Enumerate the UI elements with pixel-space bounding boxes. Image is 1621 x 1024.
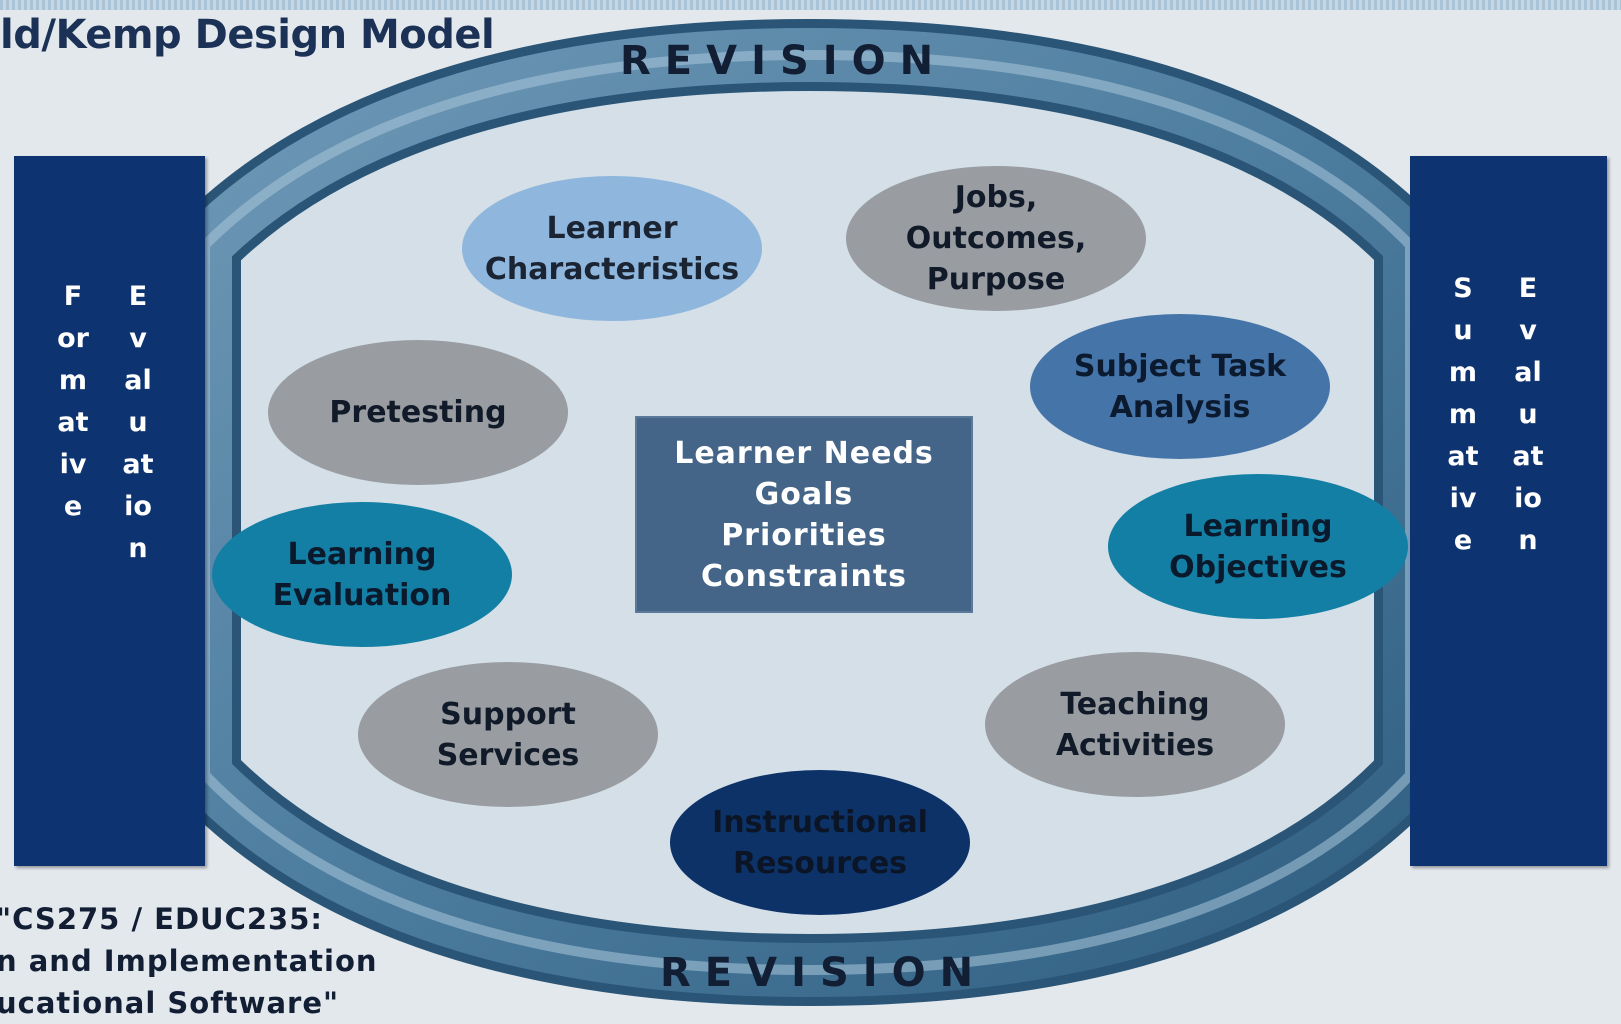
oval-learning-objectives: Learning Objectives: [1108, 474, 1408, 619]
oval-pretesting: Pretesting: [268, 340, 568, 485]
summative-evaluation-panel: Summative Evaluation: [1410, 156, 1607, 866]
top-border-band: [0, 0, 1621, 10]
revision-label-top: REVISION: [620, 38, 948, 84]
revision-label-bottom: REVISION: [660, 950, 988, 996]
summative-evaluation-word: Evaluation: [1512, 273, 1544, 556]
oval-learning-evaluation: Learning Evaluation: [212, 502, 512, 647]
oval-learner-characteristics: Learner Characteristics: [462, 176, 762, 321]
oval-label: Instructional Resources: [712, 804, 928, 881]
formative-evaluation-panel: Formative Evaluation: [14, 156, 205, 866]
oval-jobs-outcomes-purpose: Jobs, Outcomes, Purpose: [846, 166, 1146, 311]
summative-word: Summative: [1447, 273, 1479, 556]
oval-label: Learning Objectives: [1169, 508, 1347, 585]
oval-support-services: Support Services: [358, 662, 658, 807]
oval-label: Pretesting: [329, 395, 507, 430]
learner-needs-box: Learner Needs Goals Priorities Constrain…: [635, 416, 973, 613]
oval-subject-task-analysis: Subject Task Analysis: [1030, 314, 1330, 459]
oval-label: Learner Characteristics: [484, 210, 740, 287]
formative-evaluation-word: Evaluation: [122, 281, 154, 564]
oval-instructional-resources: Instructional Resources: [670, 770, 970, 915]
formative-word: Formative: [57, 281, 89, 522]
oval-label: Subject Task Analysis: [1073, 348, 1287, 425]
oval-label: Jobs, Outcomes, Purpose: [905, 180, 1087, 297]
oval-label: Teaching Activities: [1055, 686, 1215, 763]
oval-label: Learning Evaluation: [272, 536, 452, 613]
oval-teaching-activities: Teaching Activities: [985, 652, 1285, 797]
page-title: ld/Kemp Design Model: [0, 12, 495, 58]
course-caption: "CS275 / EDUC235: n and Implementation u…: [0, 902, 378, 1020]
oval-label: Support Services: [436, 696, 580, 773]
